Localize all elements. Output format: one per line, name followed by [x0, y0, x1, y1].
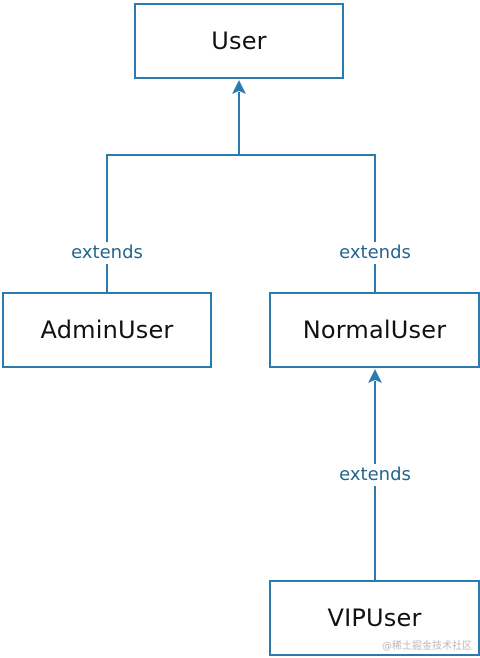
node-admin-user-label: AdminUser — [40, 316, 174, 344]
watermark: @稀土掘金技术社区 — [382, 641, 472, 652]
edge-label-normal-extends: extends — [337, 242, 413, 264]
node-user: User — [134, 3, 344, 79]
node-vip-user: VIPUser — [269, 580, 480, 656]
node-normal-user-label: NormalUser — [302, 316, 447, 344]
edge-label-vip-extends: extends — [337, 464, 413, 486]
arrowhead-user — [232, 80, 246, 94]
arrowhead-normal-user — [368, 369, 382, 383]
node-normal-user: NormalUser — [269, 292, 480, 368]
node-user-label: User — [211, 27, 267, 55]
edge-label-admin-extends: extends — [69, 242, 145, 264]
node-vip-user-label: VIPUser — [327, 604, 422, 632]
node-admin-user: AdminUser — [2, 292, 212, 368]
